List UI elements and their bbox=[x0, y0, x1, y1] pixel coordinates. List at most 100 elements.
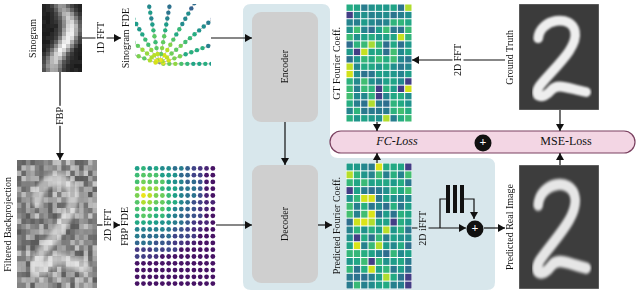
sinogram-pixel bbox=[42, 64, 46, 68]
coefficient-cell bbox=[391, 266, 397, 273]
sinogram-pixel bbox=[78, 44, 82, 48]
noise-pixel bbox=[75, 219, 80, 225]
sample-dot bbox=[195, 48, 199, 52]
sample-dot bbox=[154, 281, 159, 286]
coefficient-cell bbox=[354, 242, 360, 249]
coefficient-panel: GT Fourier Coeff. bbox=[332, 4, 412, 122]
sample-dot bbox=[185, 281, 190, 286]
coefficient-cell bbox=[347, 164, 353, 171]
sample-dot bbox=[204, 166, 209, 171]
coefficient-cell bbox=[391, 115, 397, 121]
sinogram-pixel bbox=[54, 28, 58, 32]
coefficient-cell bbox=[347, 171, 353, 178]
noise-pixel bbox=[26, 208, 31, 214]
coefficient-cell bbox=[376, 234, 382, 241]
sample-dot bbox=[185, 166, 190, 171]
sample-dot bbox=[198, 193, 203, 198]
noise-pixel bbox=[30, 224, 35, 230]
noise-pixel bbox=[61, 277, 66, 283]
coefficient-cell bbox=[391, 64, 397, 70]
coefficient-cell bbox=[369, 187, 375, 194]
coefficient-cell bbox=[383, 274, 389, 281]
coefficient-cell bbox=[361, 203, 367, 210]
noise-pixel bbox=[26, 160, 31, 166]
noise-pixel bbox=[17, 235, 22, 241]
noise-pixel bbox=[93, 240, 97, 246]
illustration bbox=[42, 4, 82, 72]
noise-pixel bbox=[88, 219, 93, 225]
sinogram-pixel bbox=[54, 24, 58, 28]
coefficient-cell bbox=[369, 211, 375, 218]
coefficient-cell bbox=[361, 108, 367, 114]
coefficient-cell bbox=[391, 86, 397, 92]
noise-pixel bbox=[48, 224, 53, 230]
sample-dot bbox=[192, 4, 196, 5]
sinogram-pixel bbox=[46, 12, 50, 16]
flow-arrow bbox=[216, 224, 252, 225]
coefficient-cell bbox=[361, 171, 367, 178]
noise-pixel bbox=[66, 277, 71, 283]
coefficient-cell bbox=[361, 100, 367, 106]
sample-dot bbox=[149, 48, 153, 52]
noise-pixel bbox=[53, 277, 58, 283]
coefficient-cell bbox=[405, 164, 411, 171]
noise-pixel bbox=[17, 203, 22, 209]
coefficient-cell bbox=[347, 250, 353, 257]
noise-pixel bbox=[84, 251, 89, 257]
noise-pixel bbox=[44, 208, 49, 214]
sample-dot bbox=[185, 62, 189, 66]
sample-dot bbox=[166, 166, 171, 171]
coefficient-cell bbox=[405, 266, 411, 273]
noise-pixel bbox=[88, 197, 93, 203]
sinogram-pixel bbox=[62, 68, 66, 72]
coefficient-cell bbox=[361, 274, 367, 281]
coefficient-cell bbox=[347, 115, 353, 121]
noise-pixel bbox=[61, 245, 66, 251]
coefficient-cell bbox=[354, 41, 360, 47]
coefficient-cell bbox=[347, 5, 353, 11]
noise-pixel bbox=[21, 277, 26, 283]
sample-dot bbox=[135, 166, 140, 171]
coefficient-cell bbox=[369, 34, 375, 40]
coefficient-cell bbox=[398, 71, 404, 77]
sample-dot bbox=[179, 62, 183, 66]
coefficient-cell bbox=[405, 108, 411, 114]
sinogram-pixel bbox=[50, 52, 54, 56]
loss-label: FC-Loss bbox=[376, 135, 417, 148]
sample-dot bbox=[173, 241, 178, 246]
sample-dot bbox=[147, 180, 152, 185]
sample-dot bbox=[166, 213, 171, 218]
noise-pixel bbox=[17, 176, 22, 182]
noise-pixel bbox=[17, 171, 22, 177]
coefficient-cell bbox=[376, 219, 382, 226]
coefficient-cell bbox=[354, 227, 360, 234]
digit-stroke bbox=[537, 184, 586, 272]
sample-dot bbox=[154, 247, 159, 252]
noise-pixel bbox=[79, 272, 84, 278]
coefficient-cell bbox=[383, 282, 389, 289]
noise-pixel bbox=[26, 229, 31, 235]
noise-pixel bbox=[17, 256, 22, 262]
coefficient-cell bbox=[354, 5, 360, 11]
noise-pixel bbox=[66, 272, 71, 278]
sinogram-pixel bbox=[66, 32, 70, 36]
noise-pixel bbox=[21, 213, 26, 219]
sinogram-pixel bbox=[50, 28, 54, 32]
sample-dot bbox=[204, 268, 209, 273]
coefficient-cell bbox=[369, 250, 375, 257]
sinogram-pixel bbox=[50, 8, 54, 12]
noise-pixel bbox=[26, 251, 31, 257]
sample-dot bbox=[171, 37, 175, 41]
coefficient-cell bbox=[405, 171, 411, 178]
flow-arrow bbox=[376, 153, 377, 163]
sinogram-pixel bbox=[66, 28, 70, 32]
sample-dot bbox=[183, 40, 187, 44]
sample-dot bbox=[141, 247, 146, 252]
image-ground bbox=[519, 165, 599, 289]
sinogram-pixel bbox=[78, 48, 82, 52]
sample-dot bbox=[147, 200, 152, 205]
noise-pixel bbox=[26, 176, 31, 182]
sample-dot bbox=[192, 227, 197, 232]
noise-pixel bbox=[93, 251, 97, 257]
sample-dot bbox=[160, 227, 165, 232]
